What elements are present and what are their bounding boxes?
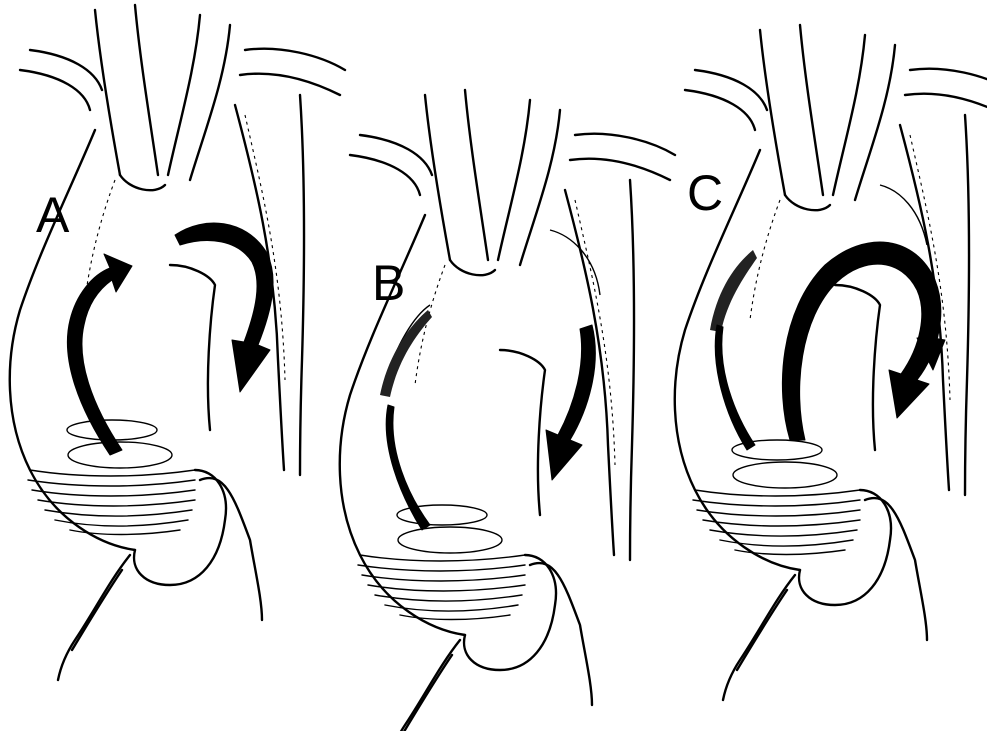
entry-tear-arrow bbox=[386, 405, 430, 530]
antegrade-flow-arrow bbox=[175, 223, 273, 392]
panel-label-b: B bbox=[372, 258, 405, 308]
arch-flow-arrow bbox=[782, 242, 940, 440]
panel-label-a: A bbox=[36, 190, 69, 240]
panel-c bbox=[675, 25, 987, 700]
panel-label-c: C bbox=[687, 168, 723, 218]
retrograde-flow-arrow bbox=[67, 254, 132, 455]
entry-tear-arrow-c bbox=[715, 325, 755, 450]
false-lumen-flow-arrow bbox=[546, 325, 595, 480]
panel-a bbox=[10, 5, 345, 680]
panel-b bbox=[340, 90, 675, 731]
